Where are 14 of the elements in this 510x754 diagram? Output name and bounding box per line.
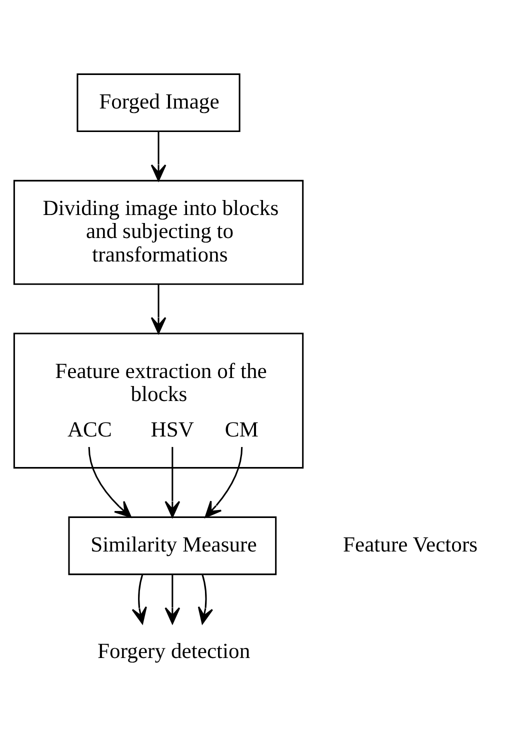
- node-box: Feature extraction of the blocks ACC HSV CM: [13, 332, 304, 468]
- node-box: Forged Image: [76, 72, 240, 132]
- arrow: [132, 574, 147, 624]
- label: Feature Vectors: [342, 532, 478, 556]
- arrow: [150, 131, 166, 181]
- arrow: [88, 446, 132, 518]
- arrow: [164, 446, 180, 518]
- node-box: Dividing image into blocks and subjecting to transformations: [13, 179, 304, 284]
- node-text: Forgery detection: [98, 638, 250, 662]
- arrow: [164, 574, 180, 624]
- arrow: [150, 284, 166, 334]
- arrow: [204, 446, 243, 518]
- arrow: [198, 574, 214, 624]
- node-box: Similarity Measure: [68, 516, 277, 575]
